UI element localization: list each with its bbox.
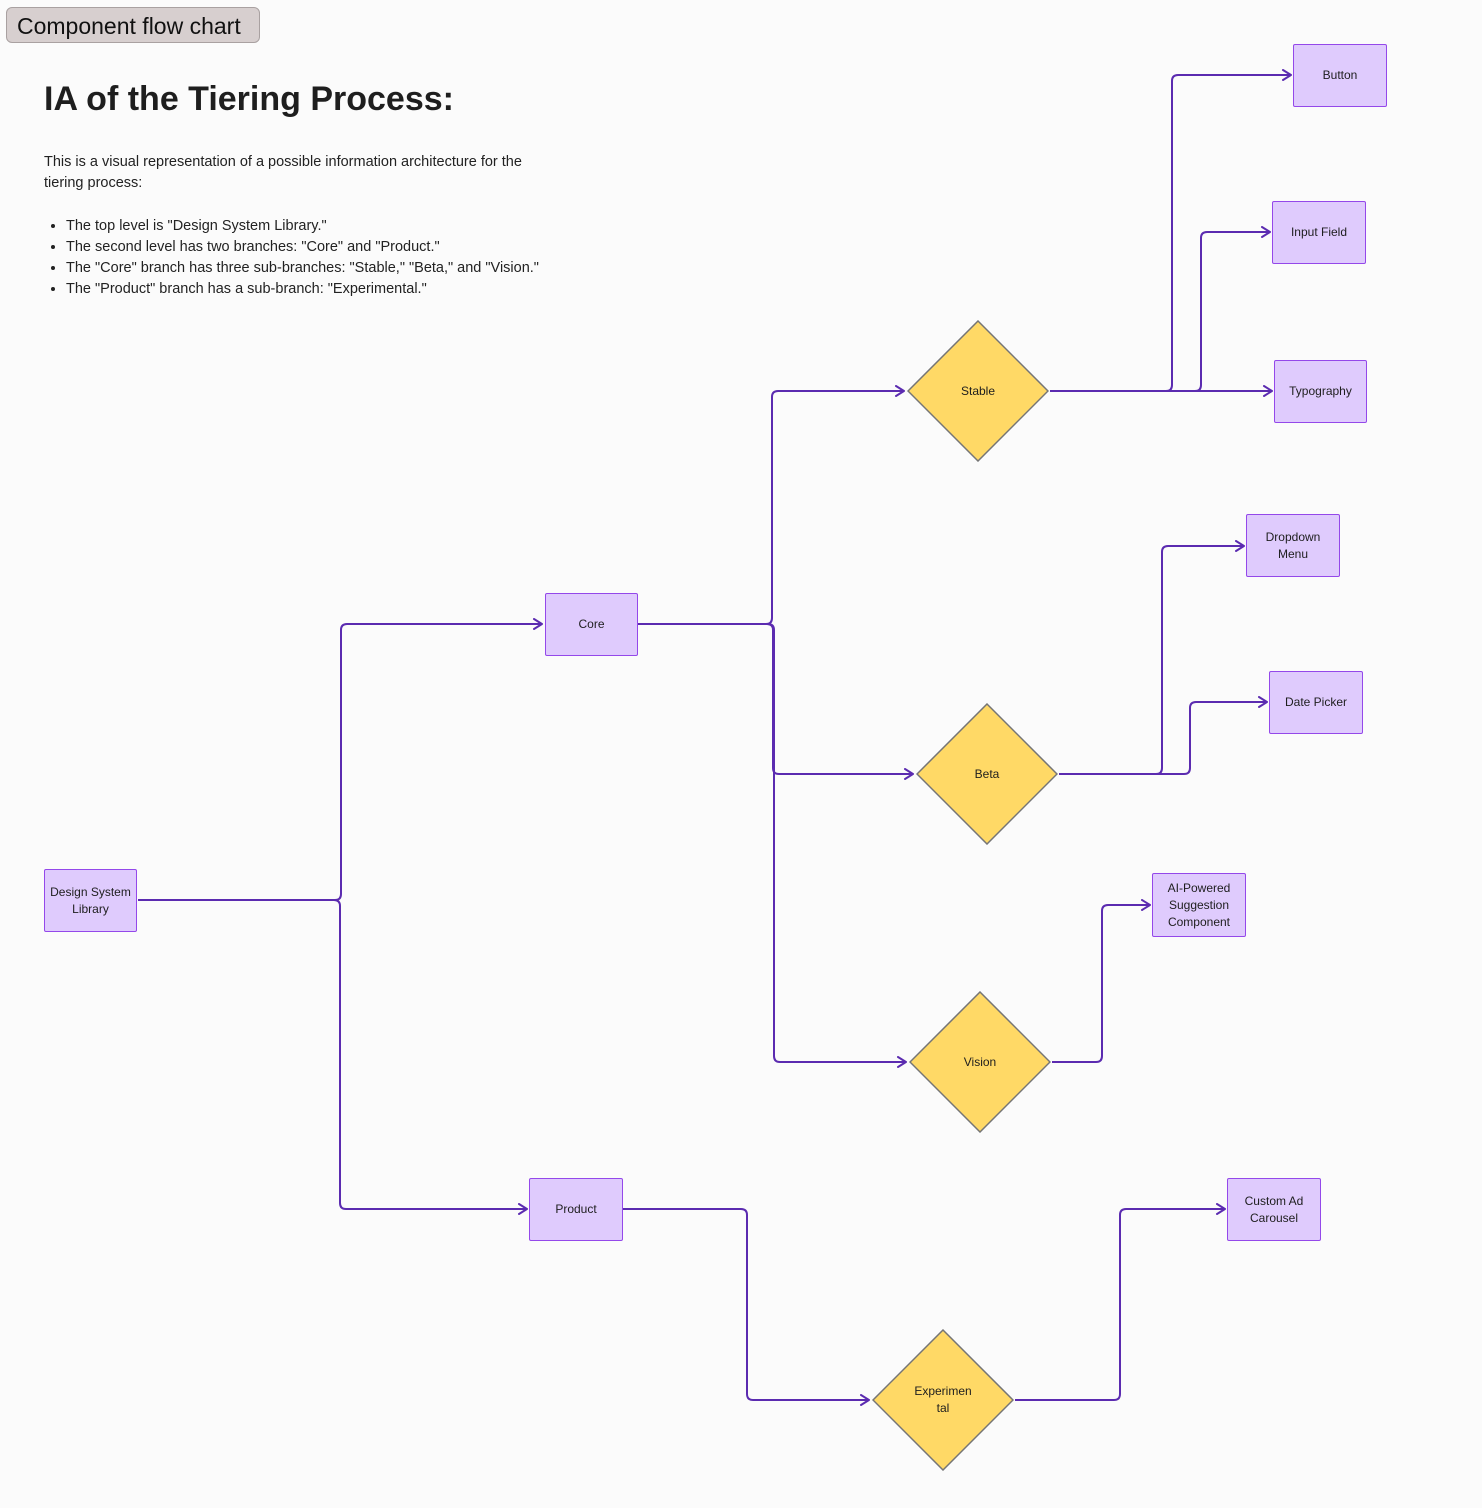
node-dropdown-menu[interactable]: Dropdown Menu: [1246, 514, 1340, 577]
connector-core-stable: [638, 385, 905, 625]
connector-beta-date-picker: [1059, 696, 1268, 775]
connector-beta-dropdown: [1059, 540, 1245, 775]
node-vision[interactable]: Vision: [909, 991, 1051, 1133]
connector-stable-input-field: [1050, 226, 1271, 392]
connector-product-experimental: [623, 1208, 870, 1406]
connector-library-product: [138, 899, 528, 1215]
diamond-shape: [872, 1329, 1014, 1471]
node-custom-ad-carousel[interactable]: Custom Ad Carousel: [1227, 1178, 1321, 1241]
node-input-field[interactable]: Input Field: [1272, 201, 1366, 264]
diamond-shape: [916, 703, 1058, 845]
node-label: Date Picker: [1284, 695, 1348, 709]
node-beta[interactable]: Beta: [916, 703, 1058, 845]
node-experimental[interactable]: Experimen tal: [872, 1329, 1014, 1471]
connector-core-beta: [638, 623, 914, 780]
node-label: Experimen tal: [914, 1384, 972, 1415]
frame-label[interactable]: Component flow chart: [6, 7, 260, 43]
diamond-shape: [907, 320, 1049, 462]
node-label: Typography: [1289, 384, 1352, 398]
node-label: Core: [578, 617, 605, 631]
list-item: The "Product" branch has a sub-branch: "…: [66, 279, 626, 300]
connector-experimental-carousel: [1015, 1203, 1226, 1401]
node-typography[interactable]: Typography: [1274, 360, 1367, 423]
node-design-system-library[interactable]: Design System Library: [44, 869, 137, 932]
list-item: The "Core" branch has three sub-branches…: [66, 258, 626, 279]
node-date-picker[interactable]: Date Picker: [1269, 671, 1363, 734]
node-label: AI-Powered Suggestion Component: [1167, 880, 1231, 929]
list-item: The top level is "Design System Library.…: [66, 216, 626, 237]
diamond-shape: [909, 991, 1051, 1133]
node-button[interactable]: Button: [1293, 44, 1387, 107]
node-label: Stable: [960, 383, 996, 398]
node-product[interactable]: Product: [529, 1178, 623, 1241]
node-label: Dropdown Menu: [1265, 529, 1321, 561]
page-title: IA of the Tiering Process:: [44, 80, 454, 118]
connector-core-vision: [638, 623, 907, 1068]
node-label: Custom Ad Carousel: [1244, 1193, 1304, 1225]
node-core[interactable]: Core: [545, 593, 638, 656]
node-label: Design System Library: [50, 884, 131, 916]
node-label: Vision: [963, 1054, 997, 1069]
connector-library-core: [138, 618, 543, 901]
intro-text: This is a visual representation of a pos…: [44, 154, 522, 191]
node-ai-suggestion[interactable]: AI-Powered Suggestion Component: [1152, 873, 1246, 937]
node-label: Product: [555, 1202, 597, 1216]
node-stable[interactable]: Stable: [907, 320, 1049, 462]
summary-list: The top level is "Design System Library.…: [44, 216, 626, 300]
node-label: Button: [1322, 68, 1358, 82]
node-label: Input Field: [1290, 225, 1348, 239]
list-item: The second level has two branches: "Core…: [66, 237, 626, 258]
connector-vision-ai: [1052, 899, 1151, 1063]
node-label: Beta: [974, 766, 1000, 781]
